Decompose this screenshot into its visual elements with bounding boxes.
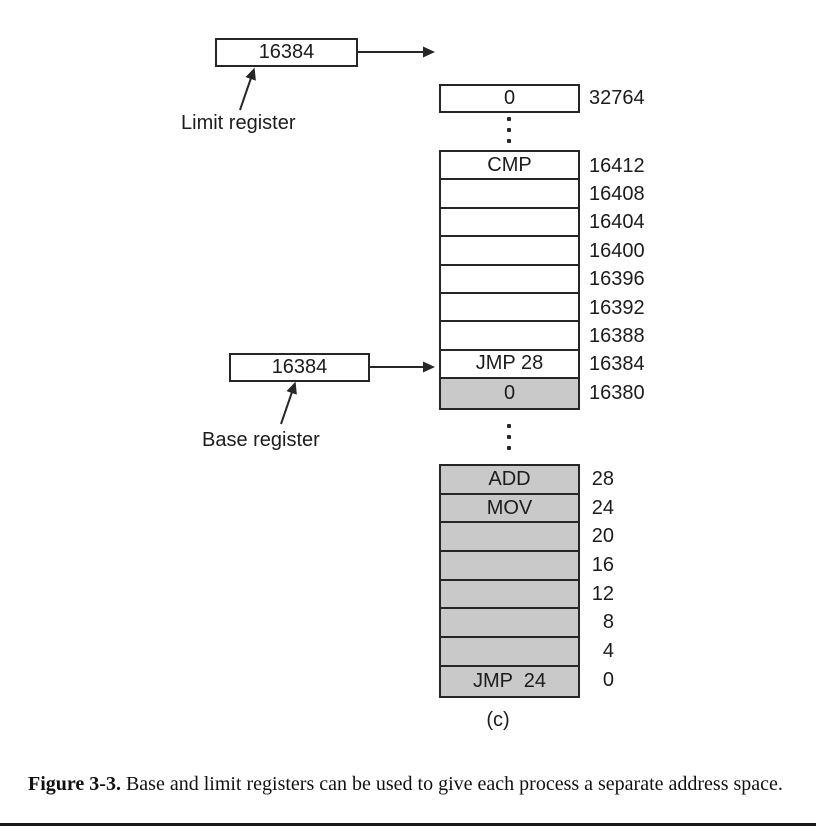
- memory-cell-24: MOV: [441, 494, 578, 524]
- address-label-4: 4: [602, 639, 614, 662]
- memory-cell-12: [441, 580, 578, 610]
- address-label-0: 0: [602, 668, 614, 691]
- base-register-value: 16384: [271, 356, 328, 378]
- memory-cell-content: ADD: [488, 467, 531, 490]
- base-register-box: 16384: [229, 353, 370, 382]
- panel-label-c: (c): [486, 709, 510, 731]
- memory-cell-16412: CMP: [441, 152, 578, 181]
- limit-register-box: 16384: [215, 38, 358, 67]
- address-label-20: 20: [591, 525, 614, 548]
- ellipsis-lower-icon: [507, 424, 511, 450]
- memory-cell-content: 0: [503, 87, 516, 109]
- memory-cell-16384: JMP 28: [441, 350, 578, 380]
- memory-cell-16388: [441, 322, 578, 351]
- address-label-16412: 16412: [589, 154, 645, 177]
- memory-cell-16: [441, 552, 578, 581]
- memory-cell-16380: 0: [441, 379, 578, 408]
- figure-caption: Figure 3-3. Base and limit registers can…: [28, 771, 784, 798]
- memory-lower-block: ADD MOV JMP 24: [439, 464, 580, 698]
- memory-cell-content: MOV: [486, 496, 533, 519]
- memory-cell-4: [441, 638, 578, 667]
- limit-register-pointer: [239, 67, 256, 111]
- address-label-16388: 16388: [589, 325, 645, 348]
- address-label-16392: 16392: [589, 296, 645, 319]
- base-register-pointer: [280, 381, 297, 425]
- memory-cell-content: 0: [503, 381, 516, 404]
- memory-cell-32764: 0: [439, 84, 580, 113]
- memory-cell-0: JMP 24: [441, 666, 578, 696]
- address-label-16408: 16408: [589, 183, 645, 206]
- limit-register-label: Limit register: [181, 112, 296, 134]
- address-label-24: 24: [591, 496, 614, 519]
- ellipsis-upper-icon: [507, 117, 511, 143]
- memory-cell-28: ADD: [441, 466, 578, 495]
- address-label-32764: 32764: [589, 87, 645, 109]
- caption-text: Base and limit registers can be used to …: [125, 773, 783, 795]
- memory-cell-content: JMP 28: [475, 352, 544, 375]
- memory-cell-16408: [441, 180, 578, 209]
- address-label-12: 12: [591, 582, 614, 605]
- limit-register-value: 16384: [258, 41, 315, 63]
- memory-cell-16392: [441, 293, 578, 323]
- address-label-28: 28: [591, 467, 614, 490]
- caption-figure-tag: Figure 3-3.: [28, 773, 121, 795]
- address-column-upper: 16412 16408 16404 16400 16396 16392 1638…: [589, 152, 645, 408]
- address-label-8: 8: [602, 611, 614, 634]
- address-label-16: 16: [591, 553, 614, 576]
- address-label-16384: 16384: [589, 353, 645, 376]
- address-label-16396: 16396: [589, 268, 645, 291]
- address-label-16400: 16400: [589, 239, 645, 262]
- memory-cell-content: CMP: [487, 153, 532, 176]
- address-column-lower: 28 24 20 16 12 8 4 0: [589, 465, 614, 695]
- memory-cell-20: [441, 523, 578, 553]
- memory-upper-block: CMP JMP 28 0: [439, 150, 580, 410]
- memory-cell-16400: [441, 237, 578, 266]
- address-label-16380: 16380: [589, 381, 645, 404]
- base-register-label: Base register: [202, 429, 320, 451]
- memory-cell-8: [441, 609, 578, 639]
- bottom-rule: [0, 823, 816, 826]
- memory-cell-16396: [441, 265, 578, 294]
- address-label-16404: 16404: [589, 211, 645, 234]
- memory-cell-16404: [441, 208, 578, 238]
- memory-cell-content: JMP 24: [473, 669, 546, 692]
